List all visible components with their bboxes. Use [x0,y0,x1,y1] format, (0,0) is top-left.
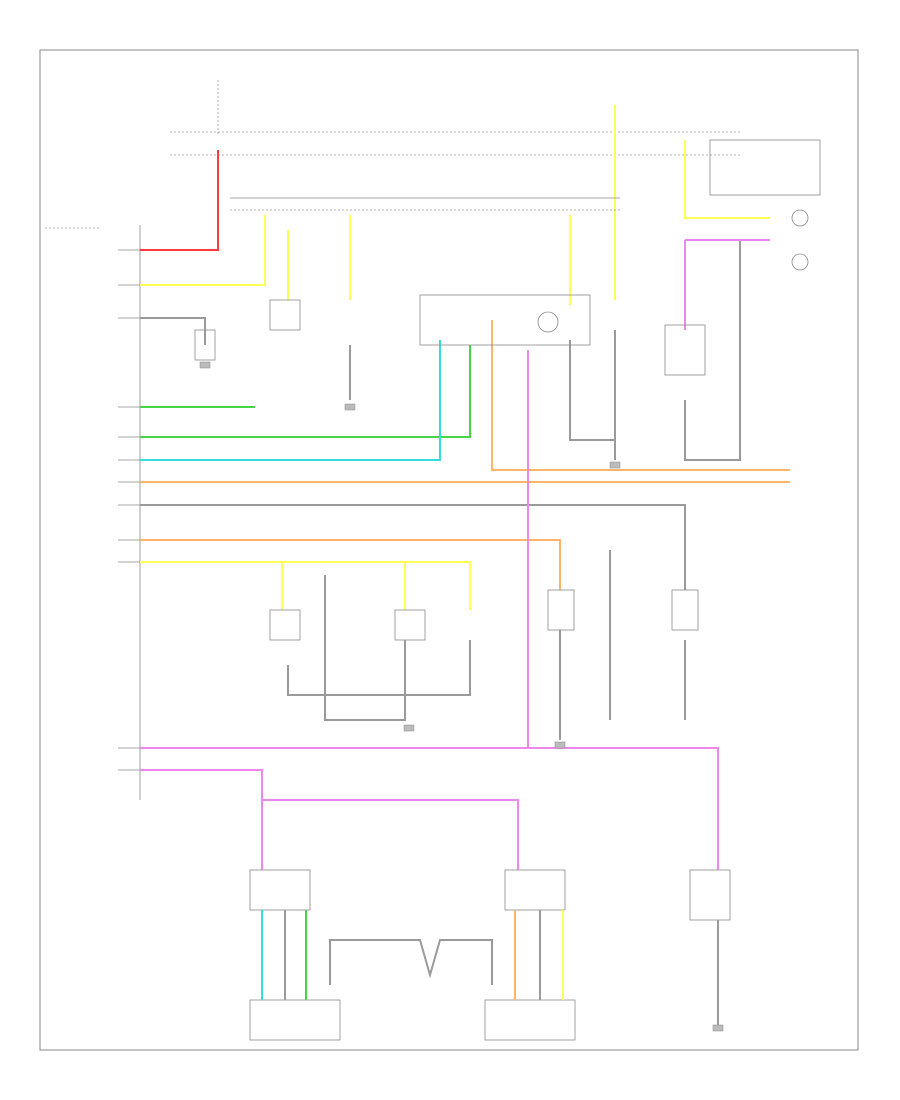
red-wire [140,80,219,251]
passenger-module-box [484,999,576,1041]
driver-switch-box [269,609,301,641]
ground-symbols [199,361,724,1032]
bottom-modules [249,869,731,1041]
bottom-wires [261,910,719,1025]
pink-wires [140,239,770,870]
driver-window-switch-box [249,869,311,911]
gray-wires [140,240,741,740]
left-pin-stubs [118,249,140,771]
driver-module-box [249,999,341,1041]
diagram-frame [39,49,859,1051]
orange-wires [140,320,790,590]
lower-switches [269,589,699,641]
right-fuse-box [709,139,821,196]
upper-components [194,139,821,376]
passenger-window-switch-box [504,869,566,911]
headlamp-switch-box [419,294,591,346]
yellow-wires [140,105,770,610]
green-wires [140,345,471,438]
rear-switch-box [547,589,575,631]
cyan-wire [140,340,441,461]
